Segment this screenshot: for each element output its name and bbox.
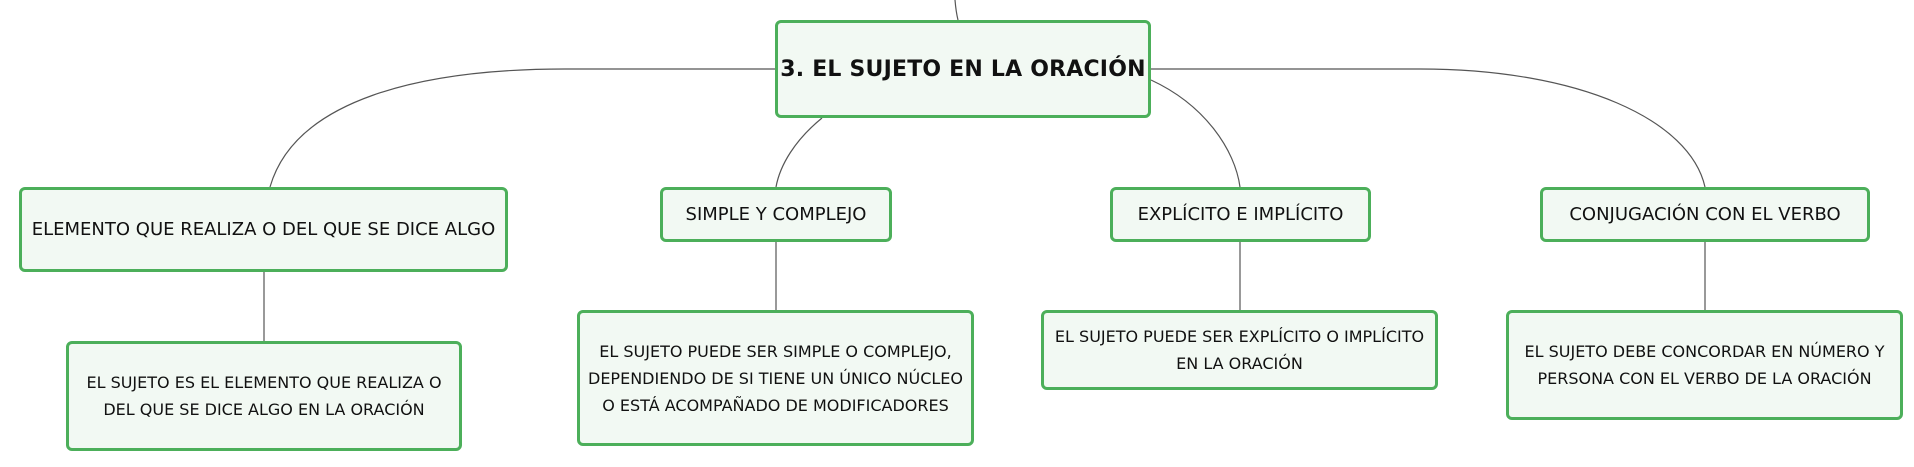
- description-node-verb-agreement[interactable]: EL SUJETO DEBE CONCORDAR EN NÚMERO Y PER…: [1506, 310, 1903, 420]
- connector-root-to-cat-2: [775, 117, 823, 188]
- description-node-element[interactable]: EL SUJETO ES EL ELEMENTO QUE REALIZA O D…: [66, 341, 462, 451]
- description-node-text: EL SUJETO PUEDE SER EXPLÍCITO O IMPLÍCIT…: [1054, 327, 1425, 373]
- category-node-label: SIMPLE Y COMPLEJO: [685, 204, 867, 225]
- category-node-label: ELEMENTO QUE REALIZA O DEL QUE SE DICE A…: [31, 219, 496, 240]
- category-node-element[interactable]: ELEMENTO QUE REALIZA O DEL QUE SE DICE A…: [19, 187, 508, 272]
- description-node-text: EL SUJETO PUEDE SER SIMPLE O COMPLEJO, D…: [588, 341, 963, 415]
- category-node-verb-agreement[interactable]: CONJUGACIÓN CON EL VERBO: [1540, 187, 1870, 242]
- connector-root-to-cat-4: [1151, 68, 1706, 188]
- description-node-simple-complex[interactable]: EL SUJETO PUEDE SER SIMPLE O COMPLEJO, D…: [577, 310, 974, 446]
- root-node[interactable]: 3. EL SUJETO EN LA ORACIÓN: [775, 20, 1151, 118]
- category-node-explicit-implicit[interactable]: EXPLÍCITO E IMPLÍCITO: [1110, 187, 1371, 242]
- connector-parent-to-root: [954, 0, 959, 21]
- connector-root-to-cat-1: [269, 68, 775, 188]
- category-node-label: EXPLÍCITO E IMPLÍCITO: [1137, 204, 1344, 225]
- root-node-label: 3. EL SUJETO EN LA ORACIÓN: [780, 56, 1146, 82]
- description-node-explicit-implicit[interactable]: EL SUJETO PUEDE SER EXPLÍCITO O IMPLÍCIT…: [1041, 310, 1438, 390]
- category-node-label: CONJUGACIÓN CON EL VERBO: [1569, 204, 1841, 225]
- description-node-text: EL SUJETO DEBE CONCORDAR EN NÚMERO Y PER…: [1524, 342, 1885, 388]
- connector-root-to-cat-3: [1150, 79, 1241, 188]
- category-node-simple-complex[interactable]: SIMPLE Y COMPLEJO: [660, 187, 892, 242]
- description-node-text: EL SUJETO ES EL ELEMENTO QUE REALIZA O D…: [86, 373, 442, 419]
